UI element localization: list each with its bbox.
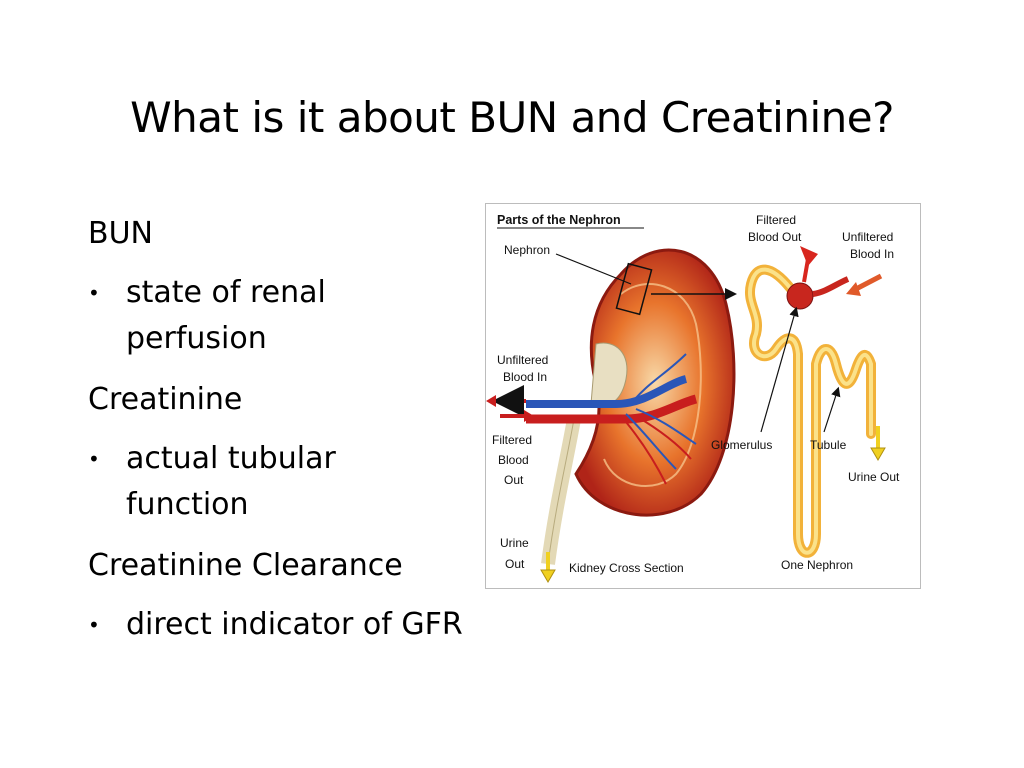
label-nephron: Nephron bbox=[504, 243, 550, 257]
label-one-nephron: One Nephron bbox=[781, 558, 853, 572]
bullet-icon: • bbox=[88, 447, 100, 471]
slide-body: BUN • state of renal perfusion Creatinin… bbox=[88, 214, 528, 648]
bullet-icon: • bbox=[88, 613, 100, 637]
label-unfiltered-blood-in-left-1: Unfiltered bbox=[497, 353, 548, 367]
nephron-diagram: Parts of the Nephron bbox=[485, 203, 921, 589]
bullet-icon: • bbox=[88, 281, 100, 305]
bullet-item: • state of renal perfusion bbox=[88, 270, 528, 362]
bullet-item: • actual tubular function bbox=[88, 436, 528, 528]
kidney-cross-section-graphic bbox=[526, 248, 736, 565]
label-urine-out-left-2: Out bbox=[505, 557, 525, 571]
label-filtered-blood-out-top-2: Blood Out bbox=[748, 230, 802, 244]
label-unfiltered-blood-in-top-2: Blood In bbox=[850, 247, 894, 261]
label-filtered-blood-out-top-1: Filtered bbox=[756, 213, 796, 227]
label-filtered-blood-out-left-2: Blood bbox=[498, 453, 529, 467]
bullet-item: • direct indicator of GFR bbox=[88, 602, 528, 648]
bullet-line: state of renal bbox=[126, 275, 326, 310]
nephron-graphic bbox=[744, 264, 876, 558]
section-heading-creatinine-clearance: Creatinine Clearance bbox=[88, 548, 403, 583]
label-filtered-blood-out-left-1: Filtered bbox=[492, 433, 532, 447]
label-unfiltered-blood-in-top-1: Unfiltered bbox=[842, 230, 893, 244]
label-filtered-blood-out-left-3: Out bbox=[504, 473, 524, 487]
label-tubule: Tubule bbox=[810, 438, 847, 452]
label-unfiltered-blood-in-left-2: Blood In bbox=[503, 370, 547, 384]
label-kidney-cross-section: Kidney Cross Section bbox=[569, 561, 684, 575]
slide-title: What is it about BUN and Creatinine? bbox=[130, 93, 894, 142]
bullet-line: actual tubular bbox=[126, 441, 336, 476]
figure-title: Parts of the Nephron bbox=[497, 213, 621, 227]
label-glomerulus: Glomerulus bbox=[711, 438, 772, 452]
section-heading-bun: BUN bbox=[88, 216, 153, 251]
bullet-line: function bbox=[126, 487, 249, 522]
nephron-illustration: Parts of the Nephron bbox=[486, 213, 900, 583]
bullet-line: direct indicator of GFR bbox=[126, 607, 463, 642]
bullet-line: perfusion bbox=[126, 321, 267, 356]
label-urine-out-left-1: Urine bbox=[500, 536, 529, 550]
label-urine-out-right: Urine Out bbox=[848, 470, 900, 484]
section-heading-creatinine: Creatinine bbox=[88, 382, 243, 417]
